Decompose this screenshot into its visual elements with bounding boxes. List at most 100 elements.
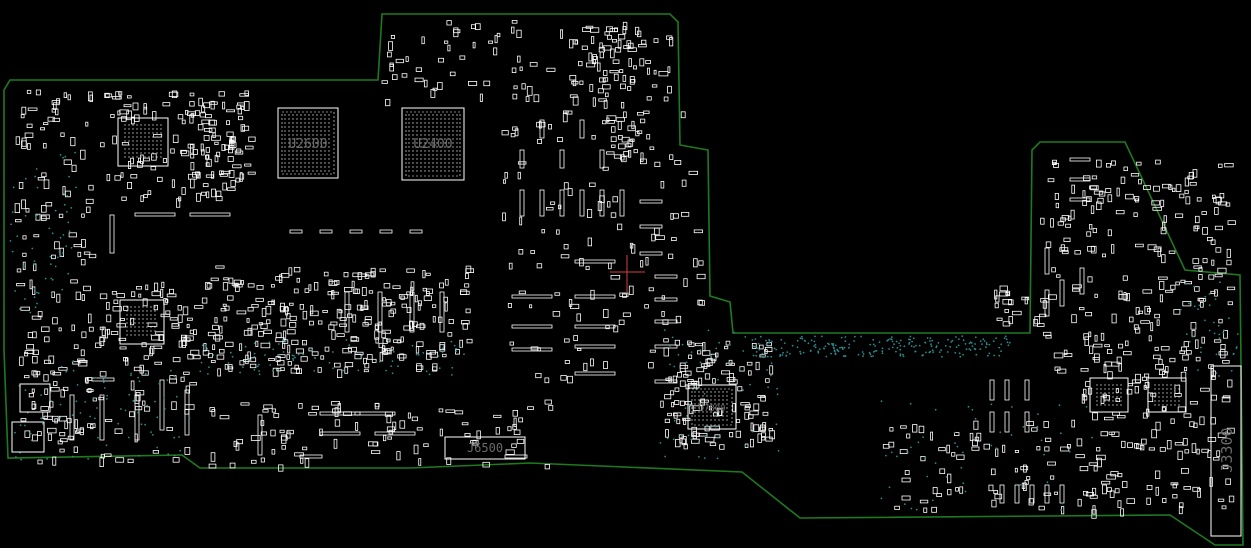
via-dot [56, 256, 59, 259]
footprint-pad [1208, 274, 1215, 280]
ic-small-left[interactable] [19, 383, 51, 413]
footprint-pad [59, 415, 68, 422]
footprint-pad [1069, 157, 1091, 162]
footprint-pad [663, 347, 669, 357]
connector-j3300[interactable]: J3300 [1210, 365, 1242, 537]
footprint-pad [1059, 247, 1069, 252]
bga-ball [1096, 388, 1098, 390]
footprint-pad [1102, 253, 1107, 258]
footprint-pad [224, 341, 234, 347]
via-dot [451, 366, 454, 369]
bga-ball [284, 162, 286, 164]
footprint-pad [1174, 442, 1184, 446]
footprint-pad [367, 441, 378, 447]
footprint-pad [654, 274, 678, 279]
bga-ball [296, 150, 298, 152]
footprint-pad [81, 294, 85, 301]
bga-ball [316, 150, 318, 152]
bga-ball [304, 162, 306, 164]
footprint-pad [1050, 475, 1055, 480]
connector-j6500[interactable]: J6500 [444, 436, 526, 460]
via-dot [24, 298, 26, 300]
footprint-pad [236, 104, 241, 110]
via-dot [200, 361, 203, 364]
footprint-pad [308, 284, 312, 291]
bga-ball [706, 399, 708, 401]
ic-u7800[interactable]: U7800 [687, 384, 737, 430]
bga-ball [1174, 404, 1176, 406]
bga-ball [412, 130, 414, 132]
via-dot [860, 335, 862, 338]
via-dot [229, 351, 232, 354]
ic-left-middle[interactable] [119, 299, 165, 345]
via-dot [71, 414, 74, 416]
footprint-pad [564, 338, 570, 343]
footprint-pad [344, 361, 354, 368]
footprint-pad [464, 283, 470, 288]
via-dot [906, 451, 909, 453]
bga-ball [424, 126, 426, 128]
ic-u2600[interactable]: U2600 [277, 107, 339, 179]
footprint-pad [1155, 421, 1161, 431]
bga-ball [456, 162, 458, 164]
bga-ball [132, 148, 134, 150]
footprint-pad [574, 259, 616, 264]
footprint-pad [1082, 199, 1087, 207]
footprint-pad [389, 63, 394, 72]
via-dot [1215, 372, 1218, 374]
via-dot [29, 432, 32, 435]
footprint-pad [1077, 498, 1082, 507]
bga-ball [416, 142, 418, 144]
via-dot [958, 338, 960, 340]
footprint-pad [705, 358, 716, 364]
footprint-pad [474, 23, 481, 31]
bga-ball [444, 134, 446, 136]
footprint-pad [1182, 354, 1189, 361]
ic-bottom-left[interactable] [11, 421, 45, 453]
via-dot [752, 354, 755, 357]
footprint-pad [126, 110, 132, 121]
footprint-pad [344, 291, 350, 333]
ic-u2400[interactable]: U2400 [401, 107, 465, 181]
footprint-pad [572, 79, 577, 87]
footprint-pad [1199, 416, 1205, 426]
footprint-pad [1163, 215, 1167, 223]
footprint-pad [68, 232, 77, 238]
ic-right-b[interactable] [1147, 377, 1187, 413]
bga-ball [408, 158, 410, 160]
via-dot [156, 416, 159, 419]
bga-ball [452, 134, 454, 136]
footprint-pad [518, 290, 526, 295]
bga-ball [1162, 384, 1164, 386]
via-dot [1219, 281, 1221, 284]
footprint-pad [1159, 369, 1165, 376]
footprint-pad [336, 333, 345, 337]
ic-right-a[interactable] [1089, 377, 1129, 413]
via-dot [703, 457, 706, 459]
via-dot [910, 345, 913, 347]
via-dot [938, 351, 941, 353]
via-dot [946, 351, 949, 353]
via-dot [995, 337, 997, 340]
footprint-pad [507, 426, 512, 432]
footprint-pad [1061, 215, 1070, 220]
bga-ball [304, 122, 306, 124]
bga-ball [440, 122, 442, 124]
bga-ball [312, 150, 314, 152]
footprint-pad [177, 314, 183, 323]
footprint-pad [224, 364, 229, 370]
footprint-pad [647, 67, 650, 75]
footprint-pad [1210, 239, 1216, 245]
footprint-pad [446, 20, 452, 26]
via-dot [703, 393, 706, 395]
bga-ball [444, 130, 446, 132]
bga-ball [432, 146, 434, 148]
bga-ball [408, 166, 410, 168]
footprint-pad [228, 170, 235, 178]
footprint-pad [729, 431, 734, 438]
bga-ball [424, 146, 426, 148]
footprint-pad [135, 391, 141, 402]
bga-ball [1154, 396, 1156, 398]
ic-top-left[interactable] [117, 117, 169, 167]
